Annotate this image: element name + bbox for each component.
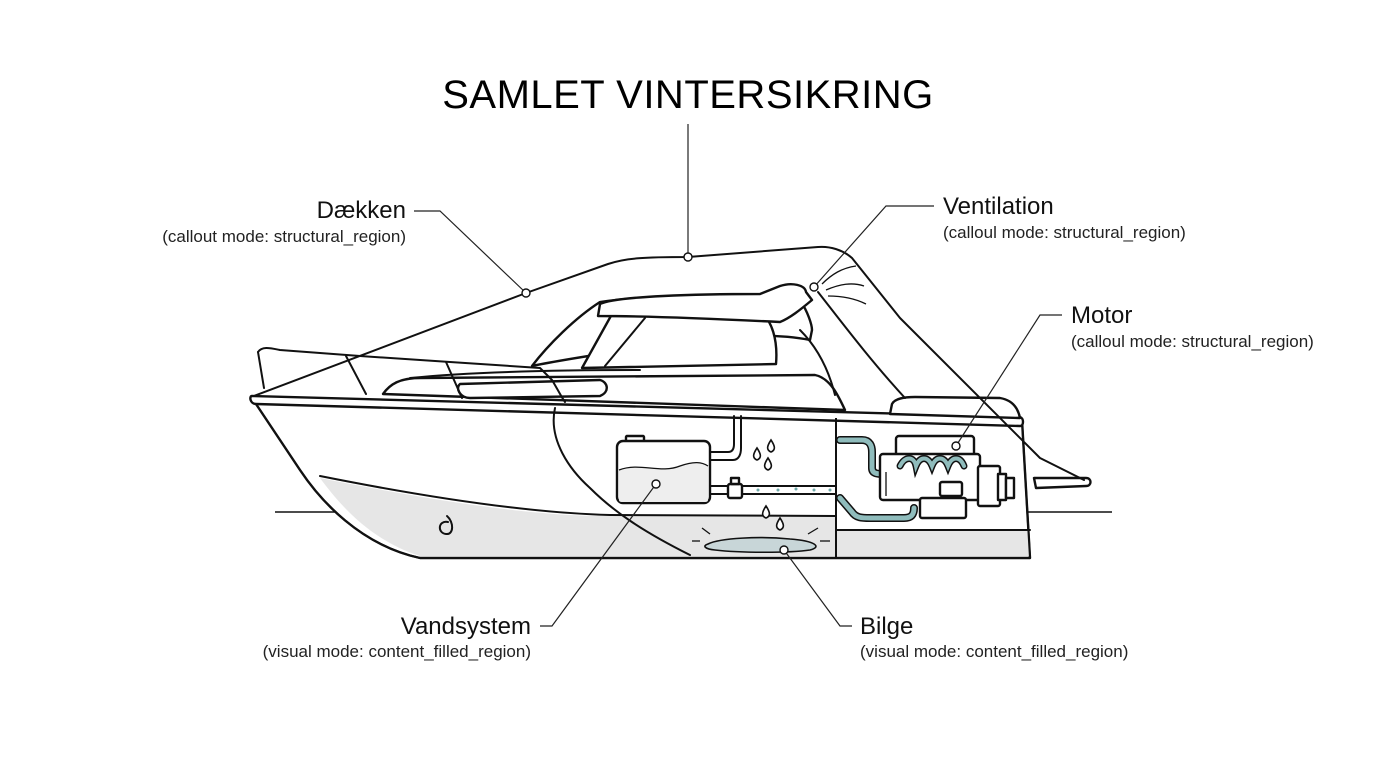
bow-rail-post-2 bbox=[445, 361, 463, 399]
cover-inner-line bbox=[817, 291, 906, 399]
callout-daekken: Dækken (callout mode: structural_region) bbox=[162, 197, 406, 246]
callout-label: Motor bbox=[1071, 302, 1132, 329]
hardtop bbox=[596, 283, 814, 324]
water-tank-icon bbox=[615, 415, 837, 505]
callout-motor: Motor (calloul mode: structural_region) bbox=[1071, 302, 1314, 351]
callout-label: Bilge bbox=[860, 613, 913, 640]
water-drop-icon bbox=[752, 438, 785, 531]
callout-sub: (visual mode: content_filled_region) bbox=[263, 642, 531, 661]
hull-bottom-shade-right bbox=[836, 530, 1030, 556]
engine-icon bbox=[836, 434, 1016, 522]
bow-rail-post-3 bbox=[257, 351, 265, 389]
callout-sub: (visual mode: content_filled_region) bbox=[860, 642, 1128, 661]
cabin bbox=[257, 283, 1022, 420]
bow-rail bbox=[257, 347, 566, 403]
hull-outline bbox=[251, 397, 1031, 559]
windshield-frame bbox=[604, 317, 646, 367]
gunwale-rail bbox=[249, 394, 1025, 428]
vent-airflow-icon bbox=[821, 265, 867, 305]
water-valve bbox=[726, 482, 744, 500]
rear-cabin-post bbox=[799, 329, 836, 396]
side-window bbox=[456, 378, 608, 400]
water-tank-contents bbox=[619, 462, 708, 502]
callout-vandsystem: Vandsystem (visual mode: content_filled_… bbox=[263, 613, 531, 661]
rear-deck-box bbox=[888, 395, 1022, 420]
cutaway-edge bbox=[552, 407, 691, 556]
callout-bilge: Bilge (visual mode: content_filled_regio… bbox=[860, 613, 1128, 661]
callout-label: Vandsystem bbox=[401, 613, 531, 640]
bow-rail-post-1 bbox=[345, 355, 367, 395]
callout-sub: (calloul mode: structural_region) bbox=[1071, 332, 1314, 351]
cabin-side-line bbox=[409, 369, 641, 379]
hull-chine-line bbox=[319, 475, 837, 517]
hull-bottom-shade bbox=[320, 478, 836, 556]
diagram-title: SAMLET VINTERSIKRING bbox=[442, 73, 934, 117]
callout-sub: (callout mode: structural_region) bbox=[162, 227, 406, 246]
callout-label: Dækken bbox=[317, 197, 406, 224]
swim-platform bbox=[1032, 476, 1092, 490]
callout-sub: (calloul mode: structural_region) bbox=[943, 223, 1186, 242]
hull-swirl-mark bbox=[438, 515, 454, 535]
callout-label: Ventilation bbox=[943, 193, 1054, 220]
leader-lines bbox=[414, 124, 1062, 627]
callout-ventilation: Ventilation (calloul mode: structural_re… bbox=[943, 193, 1186, 242]
